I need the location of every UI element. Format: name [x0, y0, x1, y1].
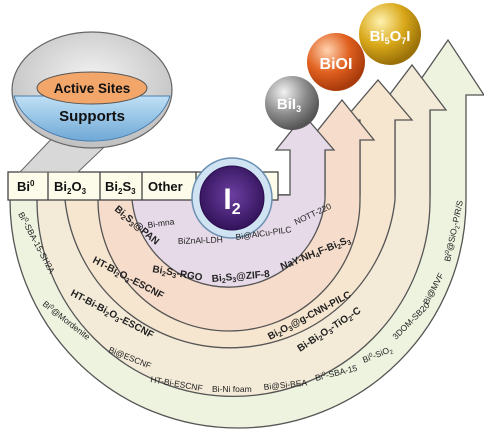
iodine-center	[191, 157, 273, 239]
category-bi2o3: Bi2O3	[54, 179, 87, 196]
product-bioi-label: BiOI	[320, 56, 353, 73]
product-bi5o7i-label: Bi5O7I	[370, 28, 411, 46]
supports-label: Supports	[59, 108, 125, 125]
active-sites-label: Active Sites	[54, 81, 131, 96]
material-bi-mna: Bi-mna	[147, 216, 175, 230]
material-bi-si-bea: Bi@Si-BEA	[263, 377, 308, 392]
material-bi2s3-zif8: Bi2S3@ZIF-8	[211, 269, 270, 286]
category-bi2s3: Bi2S3	[105, 179, 136, 196]
category-bi0: Bi0	[17, 179, 35, 194]
product-bii3: BiI3	[265, 76, 319, 130]
support-bubble	[11, 31, 173, 173]
material-biznal-ldh: BiZnAl-LDH	[178, 234, 223, 246]
product-bioi: BiOI	[307, 33, 365, 91]
category-other: Other	[148, 179, 183, 194]
iodine-label: I2	[223, 183, 240, 218]
product-bii3-label: BiI3	[277, 96, 301, 114]
product-bi5o7i: Bi5O7I	[359, 3, 421, 65]
material-bi-ni-foam: Bi-Ni foam	[212, 384, 252, 394]
